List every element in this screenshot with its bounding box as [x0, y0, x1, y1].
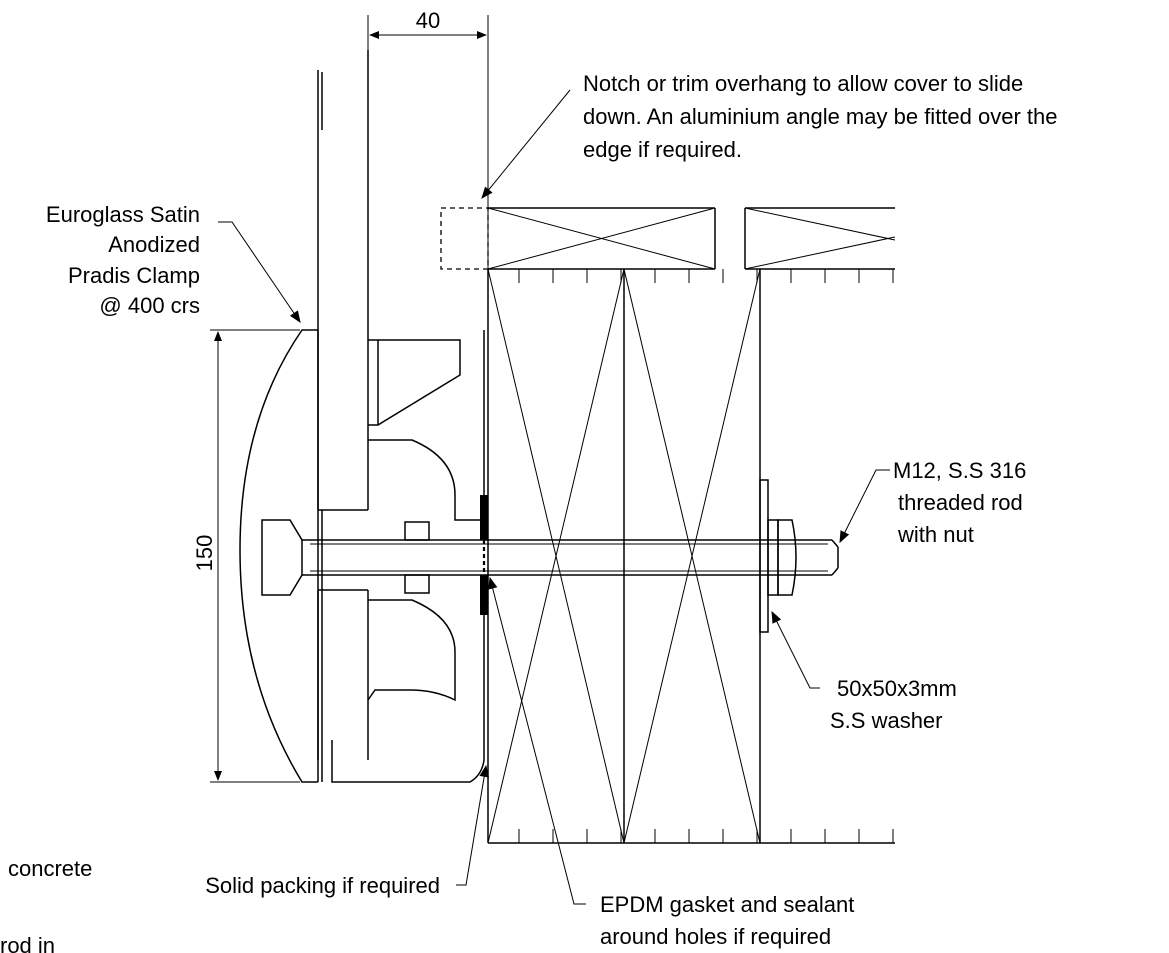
leader-lines — [218, 89, 890, 905]
svg-text:threaded rod: threaded rod — [898, 490, 1023, 515]
svg-text:Pradis Clamp: Pradis Clamp — [68, 263, 200, 288]
concrete-fragment-label: concrete — [8, 856, 92, 881]
svg-text:around holes if required: around holes if required — [600, 924, 831, 949]
block-bottom-ticks — [518, 829, 894, 843]
packing-label: Solid packing if required — [205, 873, 440, 898]
svg-text:Notch or trim overhang to allo: Notch or trim overhang to allow cover to… — [583, 71, 1023, 96]
dimension-40-label: 40 — [416, 8, 440, 33]
clamp-label: Euroglass Satin Anodized Pradis Clamp @ … — [46, 202, 200, 318]
clamp-cap — [239, 329, 319, 783]
concrete-block — [487, 268, 895, 844]
svg-text:Euroglass Satin: Euroglass Satin — [46, 202, 200, 227]
clamp-body — [321, 330, 485, 783]
svg-text:M12, S.S 316: M12, S.S 316 — [893, 458, 1026, 483]
dimension-150: 150 — [192, 329, 300, 783]
dimension-40: 40 — [367, 8, 489, 840]
svg-text:with nut: with nut — [897, 522, 974, 547]
washer-label: 50x50x3mm S.S washer — [830, 676, 957, 733]
svg-text:S.S washer: S.S washer — [830, 708, 943, 733]
rod-fragment-label: rod in — [0, 933, 55, 953]
svg-text:edge if required.: edge if required. — [583, 137, 742, 162]
svg-text:50x50x3mm: 50x50x3mm — [837, 676, 957, 701]
notch-note-label: Notch or trim overhang to allow cover to… — [583, 71, 1058, 162]
threaded-rod — [261, 519, 839, 596]
glass-panel — [317, 50, 369, 760]
solid-packing-and-gasket — [480, 495, 488, 615]
svg-text:down. An aluminium angle may b: down. An aluminium angle may be fitted o… — [583, 104, 1058, 129]
gasket-label: EPDM gasket and sealant around holes if … — [600, 892, 854, 949]
svg-text:Anodized: Anodized — [108, 232, 200, 257]
washer-and-nut — [759, 479, 797, 633]
cover-board — [440, 207, 896, 270]
block-top-ticks — [518, 269, 894, 283]
rod-label: M12, S.S 316 threaded rod with nut — [893, 458, 1026, 547]
svg-text:@ 400 crs: @ 400 crs — [99, 293, 200, 318]
svg-text:EPDM gasket and sealant: EPDM gasket and sealant — [600, 892, 854, 917]
dimension-150-label: 150 — [192, 535, 217, 572]
